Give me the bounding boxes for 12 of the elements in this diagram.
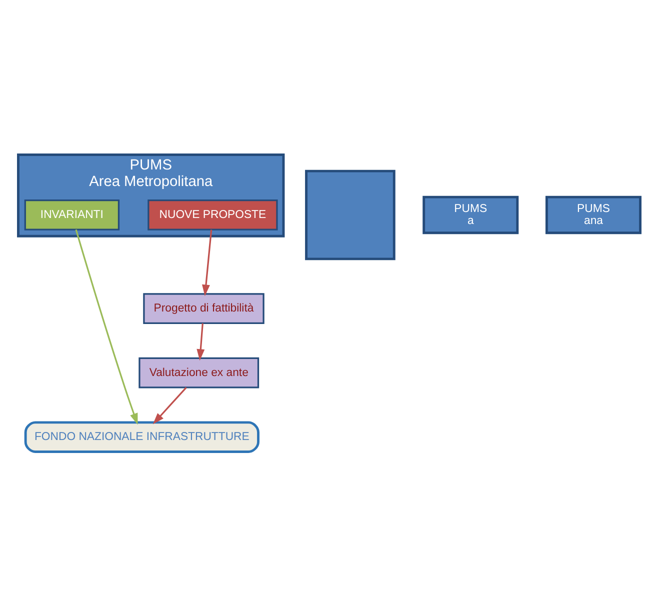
node-box [305,169,396,260]
node-box: PUMS a [422,195,519,234]
node-box: INVARIANTI [24,199,120,230]
arrow [75,228,138,424]
arrow [152,386,187,424]
node-box: NUOVE PROPOSTE [148,199,278,230]
arrow [196,322,205,360]
node-box: FONDO NAZIONALE INFRASTRUTTURE [24,420,260,452]
node-box: Valutazione ex ante [138,356,260,388]
node-box: Progetto di fattibilità [143,292,264,324]
arrow [202,229,212,296]
node-box: PUMS ana [545,195,642,234]
